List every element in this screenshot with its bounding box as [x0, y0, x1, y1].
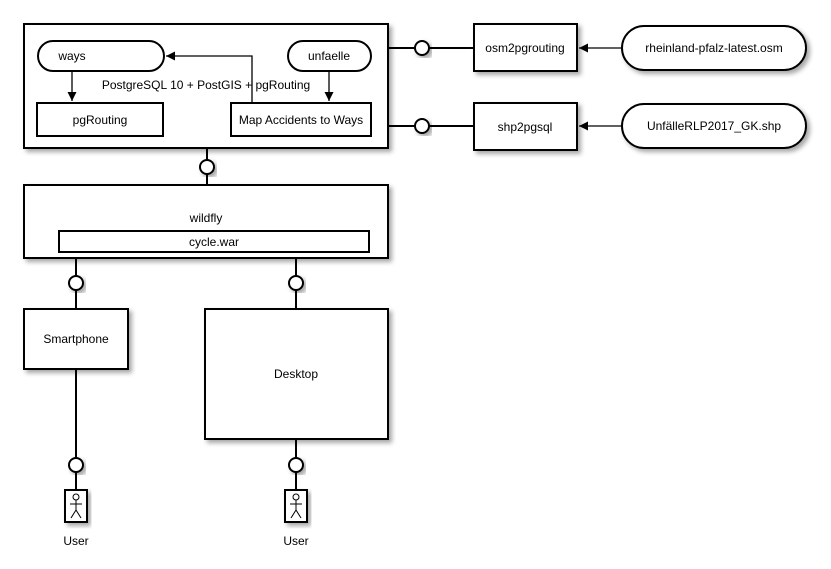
unfaelle-label: unfaelle	[308, 49, 350, 63]
postgres-label: PostgreSQL 10 + PostGIS + pgRouting	[102, 78, 310, 92]
shp2pgsql-label: shp2pgsql	[498, 120, 553, 134]
osm-file-label: rheinland-pfalz-latest.osm	[645, 41, 782, 55]
user-icon	[290, 493, 302, 519]
ways-table[interactable]: ways	[37, 40, 165, 72]
desktop-node[interactable]: Desktop	[204, 308, 389, 440]
shp-file-node[interactable]: UnfälleRLP2017_GK.shp	[621, 103, 807, 149]
osm2pgrouting-label: osm2pgrouting	[485, 41, 564, 55]
smartphone-label: Smartphone	[43, 332, 109, 346]
osm2pgrouting-node[interactable]: osm2pgrouting	[473, 23, 578, 72]
socket-icon	[414, 118, 430, 134]
arrow-map-accidents-to-ways	[166, 51, 253, 103]
socket-icon	[68, 457, 84, 473]
cycle-war-artifact[interactable]: cycle.war	[58, 230, 370, 253]
smartphone-node[interactable]: Smartphone	[23, 308, 129, 370]
user-right-actor[interactable]: User	[283, 489, 309, 548]
pgrouting-component[interactable]: pgRouting	[36, 102, 164, 137]
pgrouting-label: pgRouting	[73, 113, 128, 127]
user-left-actor[interactable]: User	[63, 489, 89, 548]
war-label: cycle.war	[189, 235, 239, 249]
wildfly-label: wildfly	[189, 211, 223, 225]
postgres-node[interactable]: PostgreSQL 10 + PostGIS + pgRouting ways…	[23, 23, 389, 149]
shp2pgsql-node[interactable]: shp2pgsql	[473, 102, 578, 151]
socket-icon	[288, 457, 304, 473]
connectors	[68, 40, 474, 490]
socket-icon	[199, 159, 215, 175]
shp-file-label: UnfälleRLP2017_GK.shp	[647, 119, 781, 133]
ways-label: ways	[57, 49, 85, 63]
desktop-label: Desktop	[274, 367, 318, 381]
map-accidents-component[interactable]: Map Accidents to Ways	[230, 102, 372, 137]
socket-icon	[288, 275, 304, 291]
user-left-label: User	[63, 534, 88, 548]
osm-file-node[interactable]: rheinland-pfalz-latest.osm	[621, 25, 807, 71]
wildfly-node[interactable]: wildfly cycle.war	[23, 184, 389, 259]
user-right-label: User	[283, 534, 308, 548]
map-accidents-label: Map Accidents to Ways	[239, 113, 363, 127]
user-icon	[70, 493, 82, 519]
unfaelle-table[interactable]: unfaelle	[287, 40, 372, 72]
socket-icon	[414, 40, 430, 56]
socket-icon	[68, 275, 84, 291]
